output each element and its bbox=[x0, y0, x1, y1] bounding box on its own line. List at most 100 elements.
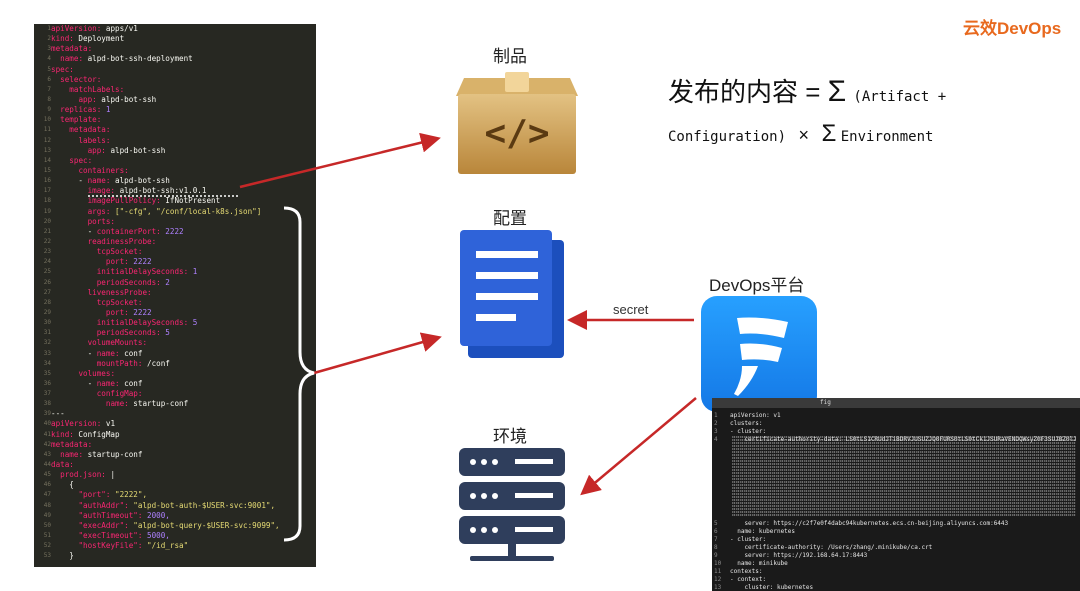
line-number: 2 bbox=[47, 35, 51, 43]
code-line: 45 prod.json: | bbox=[34, 470, 316, 480]
line-number: 10 bbox=[43, 116, 51, 124]
code-text: "authTimeout": 2000, bbox=[78, 510, 170, 520]
line-number: 48 bbox=[43, 501, 51, 509]
code-text: tcpSocket: bbox=[96, 297, 143, 307]
code-line: 35 volumes: bbox=[34, 369, 316, 379]
terminal-title: fig bbox=[820, 399, 831, 406]
terminal-line: 6 name: kubernetes bbox=[714, 528, 796, 535]
code-text: readinessProbe: bbox=[87, 236, 157, 246]
code-line: 23 tcpSocket: bbox=[34, 247, 316, 257]
arrow-config-to-config bbox=[313, 332, 442, 375]
devops-logo-icon bbox=[701, 296, 817, 412]
code-line: 14 spec: bbox=[34, 156, 316, 166]
formula-configuration: Configuration) bbox=[668, 129, 787, 145]
code-text: - containerPort: 2222 bbox=[51, 226, 184, 236]
line-number: 13 bbox=[43, 146, 51, 154]
line-number: 9 bbox=[47, 106, 51, 114]
line-number: 47 bbox=[43, 491, 51, 499]
formula-environment: Environment bbox=[840, 129, 934, 145]
code-text: kind: ConfigMap bbox=[51, 429, 120, 439]
code-text: mountPath: /conf bbox=[96, 358, 170, 368]
code-text: imagePullPolicy: IfNotPresent bbox=[87, 196, 221, 206]
sigma-symbol-2: Σ bbox=[821, 120, 837, 147]
code-text: - name: conf bbox=[51, 378, 143, 388]
environment-label: 环境 bbox=[493, 427, 527, 446]
line-number: 21 bbox=[43, 227, 51, 235]
code-line: 34 mountPath: /conf bbox=[34, 359, 316, 369]
line-number: 39 bbox=[43, 410, 51, 418]
code-text: configMap: bbox=[96, 389, 143, 399]
formula-line-2: Configuration) × Σ Environment bbox=[668, 120, 933, 148]
artifact-label: 制品 bbox=[493, 47, 527, 66]
code-text: metadata: bbox=[51, 44, 93, 54]
code-text: metadata: bbox=[69, 125, 111, 135]
line-number: 16 bbox=[43, 177, 51, 185]
code-text: prod.json: | bbox=[60, 470, 116, 480]
line-number: 45 bbox=[43, 471, 51, 479]
code-line: 39--- bbox=[34, 409, 316, 419]
code-text: "authAddr": "alpd-bot-auth-$USER-svc:900… bbox=[78, 500, 276, 510]
line-number: 22 bbox=[43, 237, 51, 245]
line-number: 17 bbox=[43, 187, 51, 195]
code-text: apiVersion: v1 bbox=[51, 419, 116, 429]
code-line: 10 template: bbox=[34, 115, 316, 125]
line-number: 30 bbox=[43, 319, 51, 327]
code-text: { bbox=[51, 480, 74, 490]
code-line: 21 - containerPort: 2222 bbox=[34, 227, 316, 237]
code-text: name: alpd-bot-ssh-deployment bbox=[60, 54, 193, 64]
line-number: 6 bbox=[47, 75, 51, 83]
code-text: labels: bbox=[78, 135, 111, 145]
code-text: replicas: 1 bbox=[60, 105, 111, 115]
line-number: 41 bbox=[43, 430, 51, 438]
code-line: 52 "hostKeyFile": "/id_rsa" bbox=[34, 541, 316, 551]
code-text: apiVersion: apps/v1 bbox=[51, 24, 138, 33]
secret-label: secret bbox=[613, 302, 649, 317]
code-text: "hostKeyFile": "/id_rsa" bbox=[78, 541, 189, 551]
terminal-line: 8 certificate-authority: /Users/zhang/.m… bbox=[714, 544, 933, 551]
line-number: 1 bbox=[47, 25, 51, 32]
formula-line-1: 发布的内容 = Σ (Artifact + bbox=[668, 72, 946, 109]
line-number: 14 bbox=[43, 156, 51, 164]
line-number: 25 bbox=[43, 268, 51, 276]
code-line: 19 args: ["-cfg", "/conf/local-k8s.json"… bbox=[34, 207, 316, 217]
code-line: 7 matchLabels: bbox=[34, 85, 316, 95]
code-text: port: 2222 bbox=[105, 257, 152, 267]
svg-text:</>: </> bbox=[484, 113, 549, 154]
line-number: 12 bbox=[43, 136, 51, 144]
document-stack-icon bbox=[460, 230, 564, 358]
code-text: periodSeconds: 5 bbox=[96, 328, 170, 338]
code-text: volumes: bbox=[78, 368, 116, 378]
code-line: 38 name: startup-conf bbox=[34, 399, 316, 409]
code-line: 8 app: alpd-bot-ssh bbox=[34, 95, 316, 105]
line-number: 18 bbox=[43, 197, 51, 205]
terminal-line: 7- cluster: bbox=[714, 536, 767, 543]
code-line: 6 selector: bbox=[34, 75, 316, 85]
code-line: 36 - name: conf bbox=[34, 379, 316, 389]
code-line: 16 - name: alpd-bot-ssh bbox=[34, 176, 316, 186]
code-text: initialDelaySeconds: 1 bbox=[96, 267, 198, 277]
code-line: 20 ports: bbox=[34, 217, 316, 227]
terminal-line: 9 server: https://192.168.64.17:8443 bbox=[714, 552, 868, 559]
line-number: 50 bbox=[43, 521, 51, 529]
code-line: 49 "authTimeout": 2000, bbox=[34, 511, 316, 521]
code-text: "execTimeout": 5000, bbox=[78, 531, 170, 541]
line-number: 31 bbox=[43, 329, 51, 337]
code-line: 46 { bbox=[34, 480, 316, 490]
code-text: initialDelaySeconds: 5 bbox=[96, 318, 198, 328]
code-line: 13 app: alpd-bot-ssh bbox=[34, 146, 316, 156]
code-text: app: alpd-bot-ssh bbox=[78, 94, 157, 104]
line-number: 40 bbox=[43, 420, 51, 428]
line-number: 38 bbox=[43, 400, 51, 408]
code-text: "port": "2222", bbox=[78, 490, 148, 500]
code-line: 18 imagePullPolicy: IfNotPresent bbox=[34, 196, 316, 206]
line-number: 35 bbox=[43, 369, 51, 377]
sigma-symbol-1: Σ bbox=[827, 75, 847, 108]
